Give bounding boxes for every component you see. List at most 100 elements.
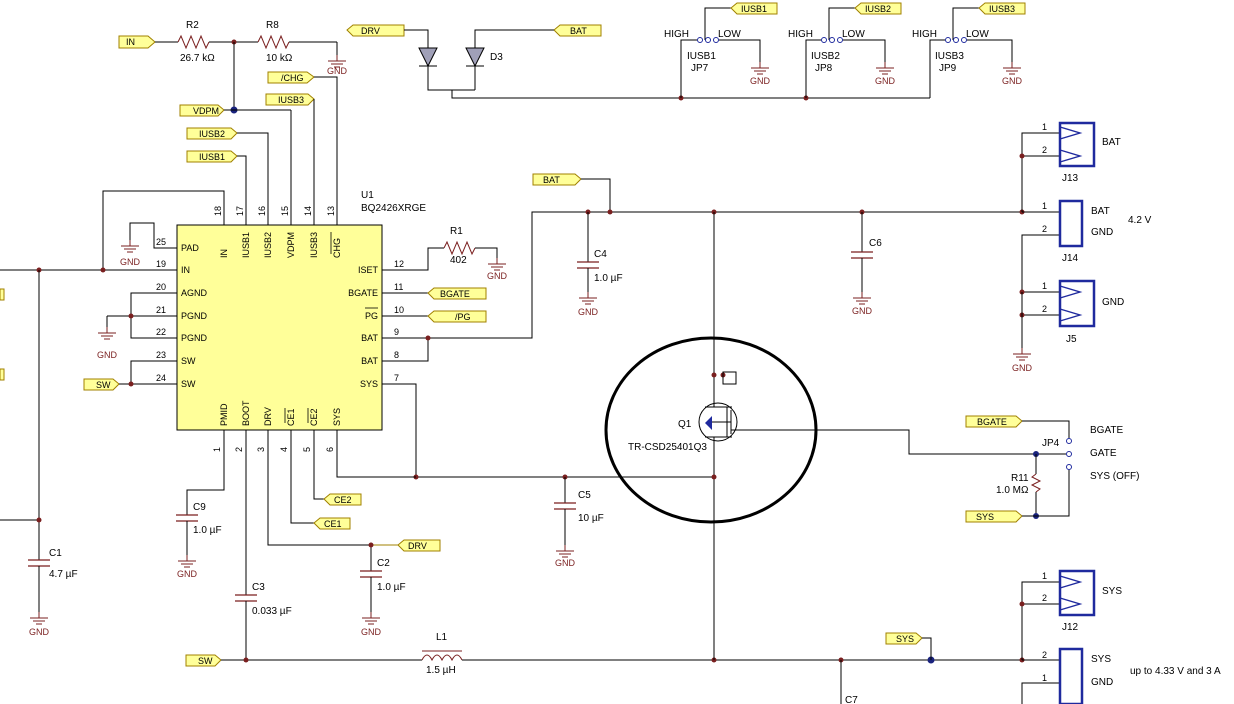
svg-text:R2: R2 xyxy=(186,20,199,31)
svg-text:GND: GND xyxy=(177,569,198,579)
svg-text:1.0 µF: 1.0 µF xyxy=(594,273,623,284)
tag-iusb3: IUSB3 xyxy=(265,93,315,106)
tag-jp_iusb1 xyxy=(730,2,778,15)
svg-text:1.0 MΩ: 1.0 MΩ xyxy=(996,485,1029,496)
svg-text:CE2: CE2 xyxy=(334,495,352,505)
svg-text:U1: U1 xyxy=(361,190,374,201)
svg-text:IUSB3: IUSB3 xyxy=(989,4,1015,14)
pin-name: SW xyxy=(181,379,196,389)
svg-text:SW: SW xyxy=(96,380,111,390)
svg-text:C6: C6 xyxy=(869,238,882,249)
pin-name: BOOT xyxy=(241,400,251,426)
svg-text:1: 1 xyxy=(1042,201,1047,211)
connector-j13: 1 2 BAT J13 xyxy=(1019,121,1121,212)
svg-text:26.7 kΩ: 26.7 kΩ xyxy=(180,53,215,64)
svg-text:1: 1 xyxy=(1042,122,1047,132)
pin-name: PAD xyxy=(181,243,199,253)
tag-ce1: CE1 xyxy=(313,517,351,530)
tag-bat-mid: BAT xyxy=(532,173,582,186)
pin-name: PGND xyxy=(181,311,208,321)
svg-text:/CHG: /CHG xyxy=(281,73,304,83)
svg-text:IUSB3: IUSB3 xyxy=(278,95,304,105)
pin-number: 10 xyxy=(394,305,404,315)
tag-bat-top: BAT xyxy=(553,24,602,37)
svg-text:C7: C7 xyxy=(845,695,858,704)
svg-text:C3: C3 xyxy=(252,582,265,593)
pin-name: IUSB1 xyxy=(241,232,251,258)
resistor-r8: R8 10 kΩ xyxy=(257,20,293,64)
svg-text:BGATE: BGATE xyxy=(977,417,1007,427)
svg-text:2: 2 xyxy=(1042,593,1047,603)
svg-text:GATE: GATE xyxy=(1090,448,1117,459)
pin-number: 18 xyxy=(213,206,223,216)
tag-iusb1: IUSB1 xyxy=(186,150,238,163)
tag-vdpm: VDPM xyxy=(179,104,225,117)
svg-text:IUSB1: IUSB1 xyxy=(199,152,225,162)
svg-text:CE1: CE1 xyxy=(324,519,342,529)
svg-text:SW: SW xyxy=(198,656,213,666)
svg-text:IUSB2: IUSB2 xyxy=(865,4,891,14)
svg-text:GND: GND xyxy=(487,271,508,281)
tag-ce2: CE2 xyxy=(323,493,362,506)
svg-text:BAT: BAT xyxy=(570,26,587,36)
svg-text:LOW: LOW xyxy=(966,29,989,40)
connector-j12: 1 2 SYS J12 xyxy=(1019,569,1122,660)
svg-text:J14: J14 xyxy=(1062,253,1079,264)
tag-iusb2: IUSB2 xyxy=(186,127,238,140)
pin-number: 4 xyxy=(279,447,289,452)
pin-name: PG xyxy=(365,311,378,321)
svg-text:IUSB1: IUSB1 xyxy=(741,4,767,14)
pin-name: IN xyxy=(219,249,229,258)
pin-name: IUSB2 xyxy=(263,232,273,258)
svg-text:10 kΩ: 10 kΩ xyxy=(266,53,293,64)
pin-number: 7 xyxy=(394,373,399,383)
svg-text:IUSB2: IUSB2 xyxy=(199,129,225,139)
pin-name: BGATE xyxy=(348,288,378,298)
jumper-jp4: BGATE JP4 BGATE GATE SYS (OFF) R11 1.0 M… xyxy=(965,415,1139,523)
svg-text:GND: GND xyxy=(29,627,50,637)
pin-number: 2 xyxy=(234,447,244,452)
svg-text:GND: GND xyxy=(1091,227,1113,238)
svg-text:BQ2426XRGE: BQ2426XRGE xyxy=(361,203,426,214)
inductor-l1: L1 1.5 µH xyxy=(421,632,463,676)
svg-text:1.0 µF: 1.0 µF xyxy=(193,525,222,536)
highlight-circle xyxy=(604,336,818,524)
svg-text:Q1: Q1 xyxy=(678,419,692,430)
tag-sys-bot: SYS xyxy=(885,632,923,645)
pin-name: AGND xyxy=(181,288,208,298)
svg-text:VDPM: VDPM xyxy=(193,106,219,116)
capacitor-c6: C6 xyxy=(851,238,882,259)
svg-text:GND: GND xyxy=(120,257,141,267)
pin-name: PMID xyxy=(219,403,229,426)
svg-text:R1: R1 xyxy=(450,226,463,237)
pin-name: SYS xyxy=(332,408,342,426)
svg-text:1.0 µF: 1.0 µF xyxy=(377,582,406,593)
resistor-r1: R1 402 xyxy=(443,226,476,266)
svg-text:DRV: DRV xyxy=(361,26,380,36)
svg-text:IUSB2: IUSB2 xyxy=(811,51,840,62)
pin-number: 14 xyxy=(303,206,313,216)
svg-text:GND: GND xyxy=(875,76,896,86)
svg-text:2: 2 xyxy=(1042,224,1047,234)
svg-text:402: 402 xyxy=(450,255,467,266)
svg-text:1: 1 xyxy=(1042,281,1047,291)
svg-text:R11: R11 xyxy=(1011,473,1029,484)
tag-pg: /PG xyxy=(427,310,487,323)
svg-text:J12: J12 xyxy=(1062,622,1079,633)
pin-number: 3 xyxy=(256,447,266,452)
svg-text:/PG: /PG xyxy=(455,312,471,322)
svg-text:1: 1 xyxy=(1042,571,1047,581)
svg-text:SYS (OFF): SYS (OFF) xyxy=(1090,471,1139,482)
svg-text:GND: GND xyxy=(361,627,382,637)
pin-name: IN xyxy=(181,265,190,275)
capacitor-c2: C2 1.0 µF xyxy=(360,558,406,593)
svg-text:LOW: LOW xyxy=(718,29,741,40)
pin-number: 16 xyxy=(257,206,267,216)
tag-bgate: BGATE xyxy=(427,287,487,300)
connector-j14: 1 2 BAT GND 4.2 V J14 xyxy=(1021,199,1152,292)
tag-chg: /CHG xyxy=(267,71,315,84)
svg-text:GND: GND xyxy=(327,66,348,76)
tag-sw-left: SW xyxy=(83,378,120,391)
